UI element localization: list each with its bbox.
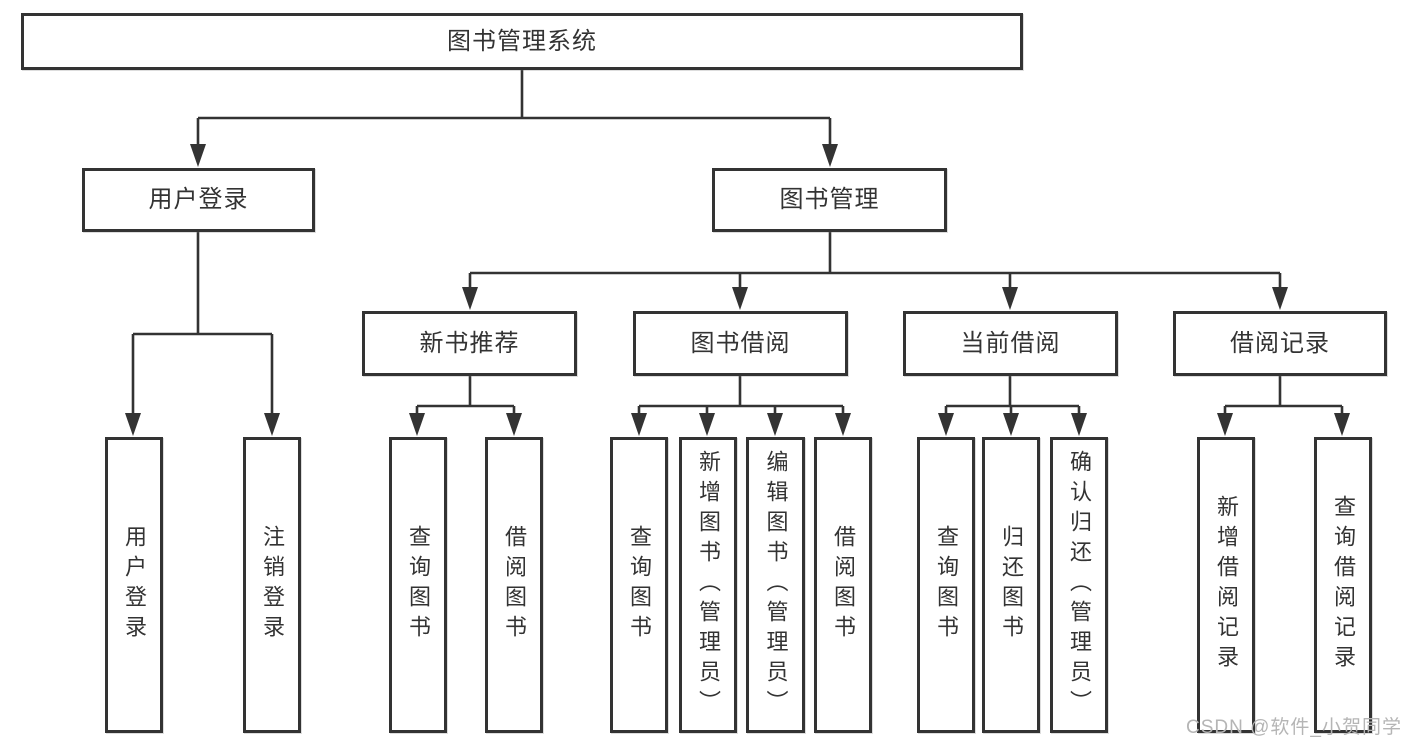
leaf-return-book: 归还图书 [982,437,1040,733]
csdn-watermark: CSDN @软件_小贺同学 [1186,717,1402,738]
arrow-down-icon [938,413,954,436]
leaf-query-borrow-record: 查询借阅记录 [1314,437,1372,733]
arrow-down-icon [822,144,838,167]
arrow-down-icon [732,287,748,310]
connector-arrowheads [125,144,1350,436]
node-label: 新增借阅记录 [1214,495,1239,675]
leaf-edit-book-admin: 编辑图书（管理员） [746,437,805,733]
node-label: 新增图书（管理员） [696,450,721,720]
node-label: 用户登录 [148,186,249,213]
node-label: 归还图书 [999,525,1024,645]
arrow-down-icon [767,413,783,436]
arrow-down-icon [506,413,522,436]
arrow-down-icon [835,413,851,436]
leaf-add-borrow-record: 新增借阅记录 [1197,437,1255,733]
node-label: 用户登录 [122,525,147,645]
node-label: 借阅图书 [502,525,527,645]
node-label: 借阅图书 [831,525,856,645]
leaf-confirm-return-admin: 确认归还（管理员） [1050,437,1108,733]
node-label: 查询图书 [406,525,431,645]
leaf-logout: 注销登录 [243,437,301,733]
connector-userlogin-to-leaves [131,232,274,415]
leaf-query-books-recommend: 查询图书 [389,437,447,733]
node-label: 查询借阅记录 [1331,495,1356,675]
node-current-borrow: 当前借阅 [903,311,1118,376]
node-label: 查询图书 [627,525,652,645]
arrow-down-icon [264,413,280,436]
node-new-book-recommend: 新书推荐 [362,311,577,376]
arrow-down-icon [462,287,478,310]
leaf-borrow-books-recommend: 借阅图书 [485,437,543,733]
connector-currentborrow-to-leaves [944,376,1081,415]
node-label: 查询图书 [934,525,959,645]
node-label: 注销登录 [260,525,285,645]
leaf-query-books-borrow: 查询图书 [610,437,668,733]
arrow-down-icon [1071,413,1087,436]
connector-bookborrow-to-leaves [637,376,845,415]
arrow-down-icon [190,144,206,167]
arrow-down-icon [1217,413,1233,436]
leaf-user-login: 用户登录 [105,437,163,733]
arrow-down-icon [1002,287,1018,310]
node-label: 新书推荐 [419,329,520,357]
leaf-add-book-admin: 新增图书（管理员） [679,437,737,733]
arrow-down-icon [1334,413,1350,436]
node-label: 确认归还（管理员） [1067,450,1092,720]
node-book-management: 图书管理 [712,168,947,232]
leaf-query-books-current: 查询图书 [917,437,975,733]
node-label: 图书管理系统 [447,27,597,55]
connector-newbook-to-leaves [415,376,516,415]
arrow-down-icon [631,413,647,436]
node-borrow-records: 借阅记录 [1173,311,1387,376]
arrow-down-icon [125,413,141,436]
node-user-login: 用户登录 [82,168,315,232]
node-label: 编辑图书（管理员） [763,450,789,720]
leaf-borrow-books: 借阅图书 [814,437,872,733]
node-library-management-system: 图书管理系统 [21,13,1023,70]
connector-bookmgmt-to-level3 [468,232,1282,289]
arrow-down-icon [1272,287,1288,310]
connector-borrowrecords-to-leaves [1223,376,1344,415]
arrow-down-icon [1003,413,1019,436]
node-label: 图书借阅 [690,329,791,357]
node-book-borrow: 图书借阅 [633,311,848,376]
connector-lines [131,70,1344,415]
node-label: 图书管理 [779,186,880,213]
connector-root-to-level2 [196,70,832,146]
node-label: 当前借阅 [960,329,1061,357]
arrow-down-icon [699,413,715,436]
arrow-down-icon [409,413,425,436]
node-label: 借阅记录 [1230,329,1330,357]
